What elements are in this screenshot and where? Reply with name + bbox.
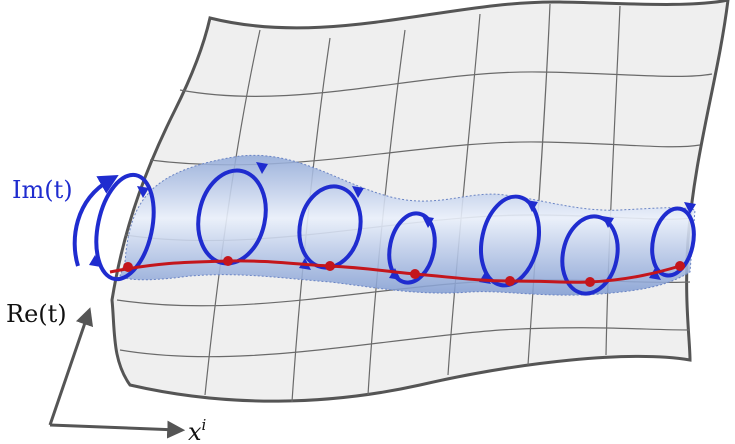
marker-2 (223, 256, 233, 266)
marker-7 (675, 261, 685, 271)
im-circle-5 (479, 194, 541, 288)
base-axes (48, 307, 186, 439)
im-circle-1 (94, 172, 156, 282)
re-axis-arrow (48, 307, 94, 426)
x-axis-arrow (49, 420, 186, 439)
im-circles (94, 168, 696, 296)
worldline-markers (123, 256, 685, 287)
im-circle-4 (387, 211, 437, 285)
x-axis-symbol: x (188, 418, 202, 444)
im-circle-3 (297, 184, 363, 270)
im-circle-6 (560, 214, 620, 296)
im-axis-label: Im(t) (12, 176, 73, 204)
marker-5 (505, 276, 515, 286)
im-axis-arrow (72, 175, 119, 267)
marker-1 (123, 262, 133, 272)
im-circle-7 (650, 206, 696, 278)
x-axis-label: xi (188, 416, 207, 444)
re-axis-label: Re(t) (6, 300, 67, 328)
x-axis-superscript: i (202, 416, 207, 434)
marker-3 (325, 261, 335, 271)
im-circle-2 (196, 168, 268, 266)
marker-4 (410, 269, 420, 279)
marker-6 (585, 277, 595, 287)
